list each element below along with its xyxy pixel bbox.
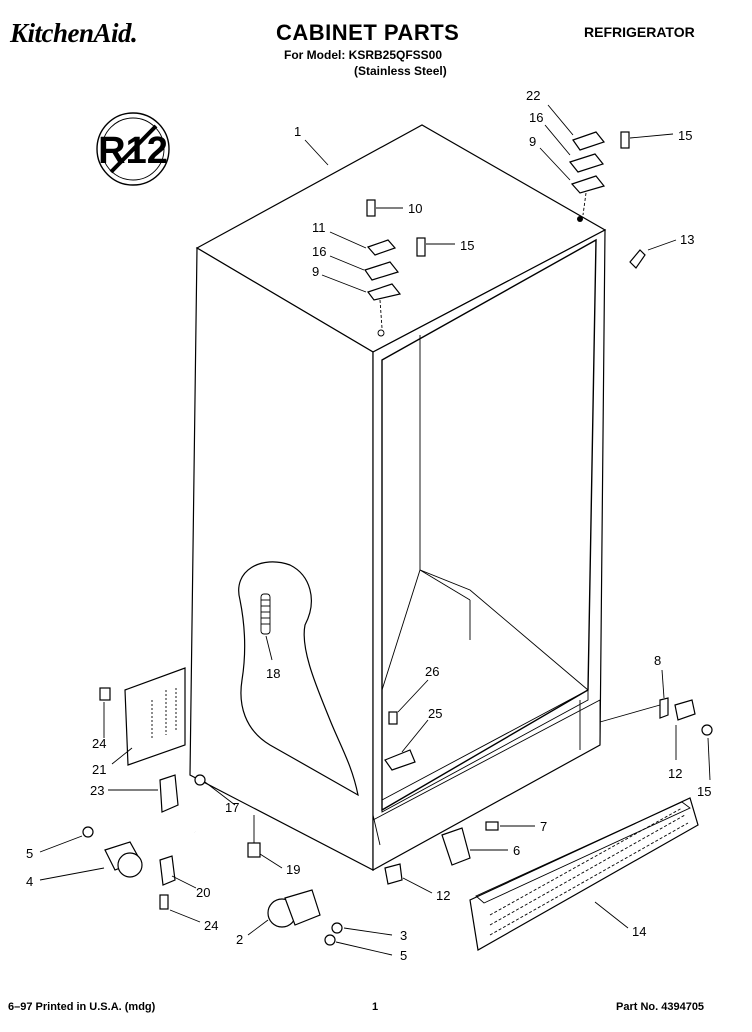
callout-2: 2 <box>236 932 243 947</box>
part-6-7 <box>441 821 499 866</box>
callout-16: 16 <box>529 110 543 125</box>
callout-21: 21 <box>92 762 106 777</box>
callout-15: 15 <box>678 128 692 143</box>
callout-9: 9 <box>529 134 536 149</box>
callout-12: 12 <box>668 766 682 781</box>
callout-1: 1 <box>294 124 301 139</box>
callout-10: 10 <box>408 201 422 216</box>
footer-printed: 6–97 Printed in U.S.A. (mdg) <box>8 1001 156 1013</box>
footer-part-number: Part No. 4394705 <box>616 1001 705 1013</box>
callout-20: 20 <box>196 885 210 900</box>
callout-16: 16 <box>312 244 326 259</box>
callout-5: 5 <box>26 846 33 861</box>
right-caster-assembly <box>267 889 343 946</box>
callout-14: 14 <box>632 924 646 939</box>
center-hinge-assembly <box>364 199 426 329</box>
callout-26: 26 <box>425 664 439 679</box>
part-13 <box>629 249 646 269</box>
callout-15: 15 <box>460 238 474 253</box>
model-note: (Stainless Steel) <box>354 64 447 78</box>
leader-lines <box>39 104 711 956</box>
footer-page-number: 1 <box>372 1001 379 1013</box>
category-label: REFRIGERATOR <box>584 24 695 40</box>
r12-badge: R12 <box>96 112 170 186</box>
callout-5: 5 <box>400 948 407 963</box>
callout-15: 15 <box>697 784 711 799</box>
part-23-clip <box>159 774 206 813</box>
callout-labels: 1 22 16 9 15 10 11 16 15 9 13 18 26 25 8… <box>26 88 711 963</box>
callout-24: 24 <box>204 918 218 933</box>
callout-19: 19 <box>286 862 300 877</box>
callout-8: 8 <box>654 653 661 668</box>
left-bracket-assembly <box>99 667 186 766</box>
callout-3: 3 <box>400 928 407 943</box>
toe-grille <box>469 797 699 951</box>
right-leveler-assembly <box>599 697 713 736</box>
page-title: CABINET PARTS <box>276 20 460 45</box>
callout-12: 12 <box>436 888 450 903</box>
side-access-cutout <box>238 561 359 797</box>
callout-7: 7 <box>540 819 547 834</box>
part-12-lower <box>384 863 403 885</box>
model-line: For Model: KSRB25QFSS00 <box>284 48 443 62</box>
callout-18: 18 <box>266 666 280 681</box>
callout-11: 11 <box>312 220 326 235</box>
brand-logo: KitchenAid. <box>10 18 138 48</box>
callout-24: 24 <box>92 736 106 751</box>
part-25-26 <box>384 711 416 771</box>
callout-23: 23 <box>90 783 104 798</box>
part-19-tube <box>194 815 261 858</box>
callout-13: 13 <box>680 232 694 247</box>
callout-17: 17 <box>225 800 239 815</box>
callout-25: 25 <box>428 706 442 721</box>
left-caster-assembly <box>82 826 176 910</box>
right-hinge-assembly <box>568 131 630 216</box>
callout-22: 22 <box>526 88 540 103</box>
callout-9: 9 <box>312 264 319 279</box>
callout-6: 6 <box>513 843 520 858</box>
callout-4: 4 <box>26 874 33 889</box>
